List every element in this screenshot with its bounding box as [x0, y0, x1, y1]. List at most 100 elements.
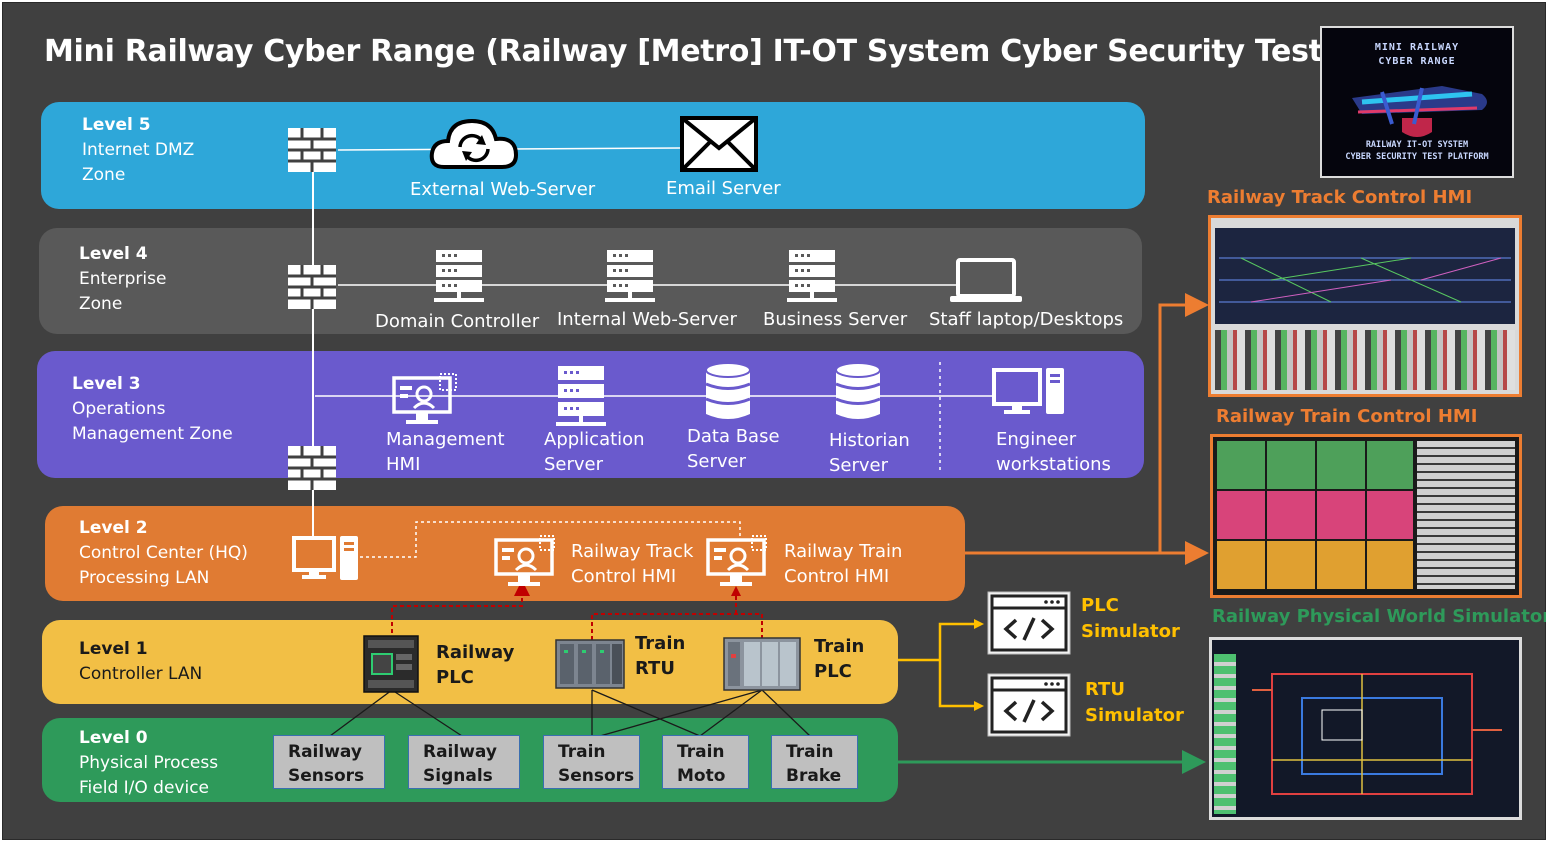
- level-0-label: Level 0 Physical Process Field I/O devic…: [79, 726, 218, 801]
- train-control-hmi-line2: Control HMI: [784, 566, 890, 587]
- level-4-line1: Enterprise: [79, 269, 167, 289]
- field-device-line1: Train: [677, 742, 725, 762]
- database-server-line1: Data Base: [687, 426, 780, 447]
- train-hmi-screenshot: [1210, 434, 1522, 598]
- domain-controller-label: Domain Controller: [375, 311, 540, 332]
- level-2-line1: Control Center (HQ): [79, 543, 248, 563]
- train-hmi-status: [1417, 441, 1515, 589]
- level-5-line1: Internet DMZ: [82, 140, 195, 160]
- train-plc-line1: Train: [814, 636, 865, 657]
- level-1-number: Level 1: [79, 639, 148, 659]
- level-5-label: Level 5 Internet DMZ Zone: [82, 113, 194, 188]
- train-rtu-line2: RTU: [635, 658, 675, 679]
- firewall-icon: [288, 128, 336, 172]
- field-device-line2: Brake: [786, 766, 842, 786]
- red-arrow-train-hmi: [731, 586, 741, 596]
- workstation-icon: [992, 368, 1064, 414]
- level-0-line1: Physical Process: [79, 753, 219, 773]
- level-0-number: Level 0: [79, 728, 148, 748]
- plc-simulator-line2: Simulator: [1081, 621, 1180, 642]
- track-hmi-table: [1215, 330, 1515, 390]
- historian-server-label: Historian Server: [829, 428, 910, 478]
- level-3-line1: Operations: [72, 399, 166, 419]
- logo-line-2: CYBER RANGE: [1378, 56, 1456, 67]
- server-icon: [434, 250, 484, 302]
- field-device-train-moto: Train Moto: [662, 735, 749, 789]
- world-simulator-sidebar: [1214, 654, 1236, 814]
- track-hmi-lines: [1219, 257, 1511, 303]
- yellow-link: [898, 622, 976, 708]
- business-server-label: Business Server: [763, 309, 908, 330]
- engineer-workstations-line1: Engineer: [996, 429, 1077, 450]
- railway-plc-label: Railway PLC: [436, 640, 514, 690]
- database-server-label: Data Base Server: [687, 424, 780, 474]
- level-0-line2: Field I/O device: [79, 778, 210, 798]
- field-device-line1: Railway: [423, 742, 497, 762]
- train-plc-line2: PLC: [814, 661, 852, 682]
- logo-line-4: CYBER SECURITY TEST PLATFORM: [1345, 152, 1489, 162]
- code-window-icon: [987, 673, 1071, 737]
- envelope-icon: [680, 116, 758, 172]
- hmi-monitor-icon: [706, 535, 767, 586]
- external-web-server-label: External Web-Server: [410, 179, 596, 200]
- train-hmi-tiles: [1217, 441, 1413, 589]
- firewall-icon: [288, 446, 336, 490]
- rtu-simulator-line1: RTU: [1085, 679, 1125, 700]
- field-device-railway-signals: Railway Signals: [408, 735, 520, 789]
- level-4-label: Level 4 Enterprise Zone: [79, 242, 166, 317]
- server-icon: [605, 250, 655, 302]
- plc-simulator-label: PLC Simulator: [1081, 593, 1180, 645]
- field-links: [329, 689, 811, 737]
- level-5-number: Level 5: [82, 115, 151, 135]
- train-control-hmi-label: Railway Train Control HMI: [784, 539, 902, 589]
- level-4-number: Level 4: [79, 244, 148, 264]
- level-2-line2: Processing LAN: [79, 568, 210, 588]
- level-4-line2: Zone: [79, 294, 123, 314]
- management-hmi-line1: Management: [386, 429, 505, 450]
- track-hmi-map: [1215, 228, 1515, 324]
- train-rtu-label: Train RTU: [635, 631, 685, 681]
- field-device-line2: Sensors: [288, 766, 365, 786]
- track-hmi-screenshot: [1208, 215, 1522, 397]
- link-l2-hmi: [360, 521, 741, 558]
- database-icon: [835, 362, 881, 419]
- application-server-line2: Server: [544, 454, 604, 475]
- logo-train-icon: [1352, 86, 1487, 137]
- world-simulator-panel-title: Railway Physical World Simulator: [1212, 606, 1546, 627]
- plc-hardware-icon: [555, 639, 625, 689]
- train-plc-label: Train PLC: [814, 634, 864, 684]
- red-link-railway-plc: [391, 580, 530, 640]
- management-hmi-line2: HMI: [386, 454, 421, 475]
- cloud-sync-icon: [429, 118, 519, 169]
- track-control-hmi-label: Railway Track Control HMI: [571, 539, 693, 589]
- level-3-label: Level 3 Operations Management Zone: [72, 372, 233, 447]
- historian-server-line1: Historian: [829, 430, 910, 451]
- level-2-label: Level 2 Control Center (HQ) Processing L…: [79, 516, 248, 591]
- logo-line-1: MINI RAILWAY: [1374, 42, 1460, 53]
- field-device-train-sensors: Train Sensors: [543, 735, 640, 789]
- level-2-number: Level 2: [79, 518, 148, 538]
- level-3-line2: Management Zone: [72, 424, 233, 444]
- plc-simulator-line1: PLC: [1081, 595, 1119, 616]
- engineer-workstations-line2: workstations: [996, 454, 1111, 475]
- track-hmi-panel-title: Railway Track Control HMI: [1207, 187, 1473, 208]
- level-1-label: Level 1 Controller LAN: [79, 637, 202, 687]
- firewall-icon: [288, 265, 336, 309]
- world-simulator-map: [1252, 673, 1502, 795]
- level-5-line2: Zone: [82, 165, 126, 185]
- logo: MINI RAILWAY CYBER RANGE RAILWAY IT-OT S…: [1320, 26, 1514, 178]
- plc-hardware-icon: [723, 637, 801, 691]
- world-simulator-screenshot: [1209, 637, 1522, 820]
- engineer-workstations-label: Engineer workstations: [996, 427, 1111, 477]
- field-device-railway-sensors: Railway Sensors: [273, 735, 385, 789]
- field-device-line2: Signals: [423, 766, 493, 786]
- server-icon: [787, 250, 837, 302]
- hmi-monitor-icon: [392, 373, 457, 424]
- rtu-simulator-label: RTU Simulator: [1085, 677, 1184, 729]
- historian-server-line2: Server: [829, 455, 889, 476]
- yellow-arrow-rtu: [974, 701, 984, 711]
- internal-web-server-label: Internal Web-Server: [557, 309, 737, 330]
- staff-laptop-label: Staff laptop/Desktops: [929, 309, 1124, 330]
- plc-hardware-icon: [363, 635, 419, 693]
